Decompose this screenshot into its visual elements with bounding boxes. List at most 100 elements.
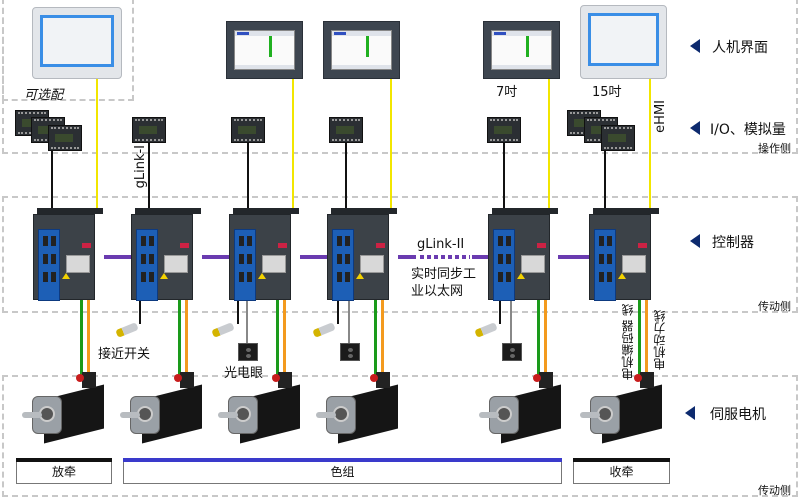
layer-hmi: 人机界面: [712, 40, 768, 56]
label-15in: 15吋: [592, 85, 622, 100]
bus-segment-3: [300, 255, 330, 259]
bus-segment-4-dotted: [420, 255, 470, 259]
controller-6: [589, 208, 659, 301]
io-module-4: [329, 117, 363, 143]
power-cable-4: [381, 300, 384, 380]
proximity-switch-2: [211, 322, 235, 338]
servo-motor-4: [316, 372, 404, 444]
servo-motor-1: [22, 372, 110, 444]
hmi-link-2: [292, 78, 294, 210]
photo-eye-3: [502, 343, 522, 361]
label-optional: 可选配: [24, 88, 64, 103]
group-rewind-label: 收牵: [609, 465, 634, 479]
servo-motor-6: [580, 372, 668, 444]
bus-segment-4b: [472, 255, 488, 259]
photo-cable-2: [348, 300, 350, 344]
photo-cable-3: [510, 300, 512, 344]
io-link-5: [503, 140, 505, 210]
io-module-5: [487, 117, 521, 143]
controller-4: [327, 208, 397, 301]
io-link-6: [604, 148, 606, 210]
io-link-3: [247, 140, 249, 210]
group-color-bar: [123, 458, 562, 462]
label-photo-eye: 光电眼: [224, 366, 264, 381]
encoder-cable-4: [374, 300, 377, 380]
label-7in: 7吋: [496, 85, 518, 100]
arrow-controller-icon: [690, 234, 700, 248]
servo-motor-3: [218, 372, 306, 444]
controller-2: [131, 208, 201, 301]
label-glink-ii: gLink-II: [417, 237, 465, 252]
prox-cable-4: [499, 300, 501, 324]
io-link-2: [148, 140, 150, 210]
servo-motor-5: [479, 372, 567, 444]
io-module-6c: [601, 125, 635, 151]
io-module-2: [132, 117, 166, 143]
layer-io: I/O、模拟量: [710, 122, 786, 138]
group-rewind: 收牵: [573, 458, 670, 484]
servo-motor-2: [120, 372, 208, 444]
hmi-panel-optional: [32, 7, 122, 79]
io-link-1: [51, 148, 53, 210]
encoder-cable-2: [178, 300, 181, 380]
power-cable-3: [283, 300, 286, 380]
label-power-cable: 电机动力线: [653, 310, 667, 370]
label-proximity-switch: 接近开关: [98, 347, 151, 362]
photo-eye-2: [340, 343, 360, 361]
power-cable-6: [645, 300, 648, 380]
hmi-link-3: [390, 78, 392, 210]
controller-5: [488, 208, 558, 301]
hmi-link-5: [649, 78, 651, 210]
proximity-switch-3: [312, 322, 336, 338]
layer-servo: 伺服电机: [710, 407, 766, 423]
encoder-cable-5: [537, 300, 540, 380]
operation-side-zone: [2, 0, 798, 154]
label-glink-i: gLink-I: [133, 145, 148, 189]
hmi-panel-3: [323, 21, 400, 79]
bus-segment-4a: [398, 255, 416, 259]
proximity-switch-1: [115, 322, 139, 338]
proximity-switch-4: [474, 322, 498, 338]
drive-side-controller-zone: [2, 196, 798, 313]
power-cable-1: [87, 300, 90, 380]
power-cable-5: [544, 300, 547, 380]
layer-controller: 控制器: [712, 235, 754, 251]
label-realtime-ethernet-2: 业以太网: [411, 284, 464, 299]
arrow-io-icon: [690, 121, 700, 135]
photo-eye-1: [238, 343, 258, 361]
controller-1: [33, 208, 103, 301]
photo-cable-1: [246, 300, 248, 344]
zone-operation-side: 操作侧: [758, 142, 791, 155]
io-link-4: [345, 140, 347, 210]
io-module-3: [231, 117, 265, 143]
group-unwind: 放牵: [16, 458, 112, 484]
group-rewind-bar: [573, 458, 670, 462]
hmi-panel-2: [226, 21, 303, 79]
zone-drive-side-2: 传动侧: [758, 484, 791, 497]
drive-side-motor-zone: [2, 375, 798, 497]
hmi-link-1: [96, 78, 98, 210]
bus-segment-5: [558, 255, 590, 259]
encoder-cable-3: [276, 300, 279, 380]
group-unwind-bar: [16, 458, 112, 462]
io-module-1c: [48, 125, 82, 151]
group-color: 色组: [123, 458, 562, 484]
prox-cable-3: [337, 300, 339, 324]
prox-cable-1: [139, 300, 141, 324]
power-cable-2: [185, 300, 188, 380]
bus-segment-1: [104, 255, 134, 259]
hmi-panel-7in: [483, 21, 560, 79]
hmi-link-4: [548, 78, 550, 210]
label-encoder-cable: 电机编码器 线: [621, 304, 635, 380]
bus-segment-2: [202, 255, 232, 259]
label-realtime-ethernet-1: 实时同步工: [411, 267, 477, 282]
zone-drive-side-1: 传动侧: [758, 300, 791, 313]
hmi-panel-15in: [580, 5, 667, 79]
controller-3: [229, 208, 299, 301]
arrow-servo-icon: [685, 406, 695, 420]
group-unwind-label: 放牵: [51, 465, 76, 479]
arrow-hmi-icon: [690, 39, 700, 53]
prox-cable-2: [237, 300, 239, 324]
label-ehmi: eHMI: [653, 100, 668, 133]
encoder-cable-1: [80, 300, 83, 380]
